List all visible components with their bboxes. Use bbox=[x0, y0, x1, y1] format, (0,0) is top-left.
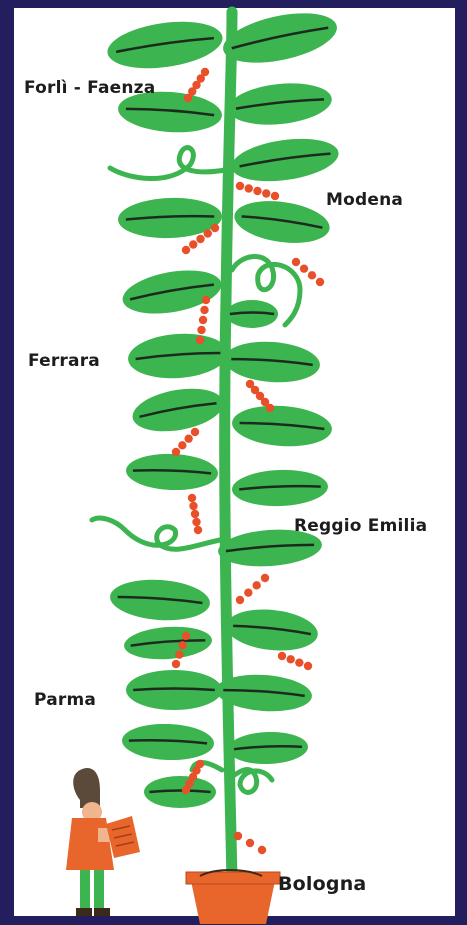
bead-icon bbox=[244, 588, 252, 596]
leaf-icon bbox=[127, 331, 230, 382]
tendril bbox=[92, 518, 220, 549]
bead-icon bbox=[316, 278, 324, 286]
bead-icon bbox=[258, 846, 266, 854]
bead-icon bbox=[189, 240, 197, 248]
bead-icon bbox=[234, 832, 242, 840]
bead-icon bbox=[211, 224, 219, 232]
bead-icon bbox=[252, 581, 260, 589]
bead-icon bbox=[292, 258, 300, 266]
bead-icon bbox=[308, 271, 316, 279]
bead-icon bbox=[175, 650, 183, 658]
bead-icon bbox=[202, 296, 210, 304]
label-ferrara: Ferrara bbox=[28, 351, 100, 371]
bead-icon bbox=[172, 448, 180, 456]
bead-icon bbox=[278, 652, 286, 660]
bead-icon bbox=[178, 641, 186, 649]
bead-icon bbox=[182, 246, 190, 254]
bead-icon bbox=[191, 428, 199, 436]
bead-icon bbox=[271, 192, 279, 200]
label-bologna: Bologna bbox=[278, 873, 366, 895]
bead-icon bbox=[191, 510, 199, 518]
bead-icon bbox=[189, 502, 197, 510]
bead-icon bbox=[178, 441, 186, 449]
bead-icon bbox=[261, 574, 269, 582]
bead-icon bbox=[184, 434, 192, 442]
bead-icon bbox=[184, 94, 192, 102]
leaf-icon bbox=[223, 339, 322, 386]
bead-icon bbox=[172, 660, 180, 668]
bead-icon bbox=[200, 306, 208, 314]
bead-icon bbox=[196, 336, 204, 344]
bead-icon bbox=[304, 662, 312, 670]
leaf-icon bbox=[123, 624, 213, 662]
label-reggio-emilia: Reggio Emilia bbox=[294, 516, 427, 536]
gnome-reading-book-icon bbox=[66, 768, 140, 916]
bead-icon bbox=[199, 316, 207, 324]
leaf-icon bbox=[129, 382, 227, 437]
bead-icon bbox=[182, 786, 190, 794]
bead-icon bbox=[245, 184, 253, 192]
leaf-icon bbox=[231, 403, 334, 450]
label-modena: Modena bbox=[326, 190, 403, 210]
bead-icon bbox=[300, 264, 308, 272]
bead-icon bbox=[182, 632, 190, 640]
bead-icon bbox=[236, 182, 244, 190]
bead-icon bbox=[246, 839, 254, 847]
label-parma: Parma bbox=[34, 690, 96, 710]
bead-icon bbox=[188, 494, 196, 502]
leaf-icon bbox=[224, 605, 320, 654]
label-forli-faenza: Forlì - Faenza bbox=[24, 78, 155, 98]
bead-icon bbox=[262, 189, 270, 197]
flower-pot-icon bbox=[186, 870, 280, 924]
bead-icon bbox=[253, 187, 261, 195]
leaf-icon bbox=[232, 196, 333, 249]
bead-icon bbox=[266, 404, 274, 412]
bead-icon bbox=[194, 526, 202, 534]
leaf-icon bbox=[226, 79, 334, 130]
bead-icon bbox=[295, 658, 303, 666]
bead-icon bbox=[286, 655, 294, 663]
bead-icon bbox=[204, 229, 212, 237]
leaf-icon bbox=[105, 15, 226, 75]
leaf-icon bbox=[109, 577, 212, 624]
bead-icon bbox=[196, 235, 204, 243]
bead-icon bbox=[192, 518, 200, 526]
bead-icon bbox=[236, 596, 244, 604]
leaf-icon bbox=[229, 133, 342, 188]
tendril bbox=[110, 148, 225, 179]
leaf-icon bbox=[119, 264, 224, 321]
bead-icon bbox=[197, 326, 205, 334]
